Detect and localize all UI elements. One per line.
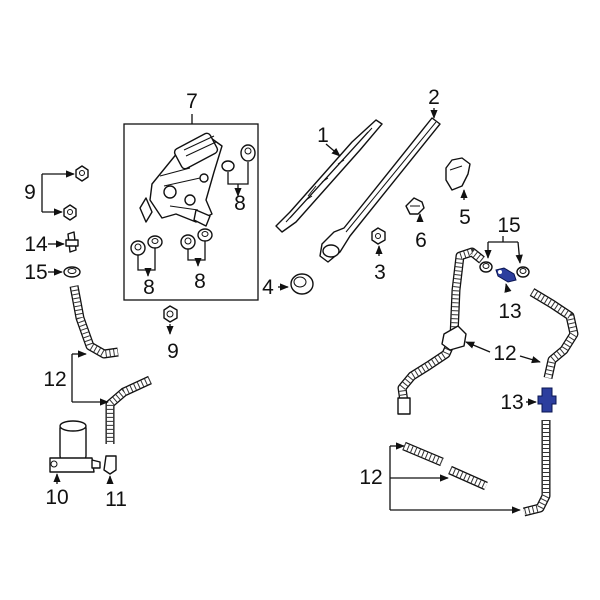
wiper-arm[interactable] — [319, 108, 441, 263]
washer-nozzle[interactable] — [48, 231, 79, 253]
arm-cover[interactable] — [445, 157, 471, 200]
nut-group-9-upper[interactable] — [41, 165, 89, 221]
grommet-group-15-right[interactable] — [479, 236, 530, 278]
callout-9-upper: 9 — [24, 181, 36, 204]
pivot-cap[interactable] — [278, 273, 314, 295]
grommet-group-8a[interactable] — [221, 144, 256, 197]
callout-9-lower: 9 — [167, 340, 179, 363]
callout-2: 2 — [428, 86, 440, 109]
hose-connector-13-upper[interactable] — [495, 267, 517, 293]
callout-8-lower-left[interactable]: 8 — [143, 276, 155, 299]
callout-3: 3 — [374, 261, 386, 284]
callout-14: 14 — [24, 233, 48, 256]
callout-1: 1 — [317, 124, 329, 147]
callout-12-left-leader — [71, 350, 109, 406]
hose-left-upper[interactable] — [69, 285, 119, 359]
callout-13-upper: 13 — [498, 300, 521, 323]
callout-12-right-leader — [465, 341, 541, 364]
hose-right-middle[interactable] — [529, 288, 579, 379]
callout-13-lower: 13 — [500, 391, 523, 414]
callout-12-left: 12 — [43, 368, 66, 391]
callout-8-lower-right[interactable]: 8 — [194, 270, 206, 293]
washer-pump[interactable] — [49, 420, 101, 484]
hose-left-lower[interactable] — [105, 375, 152, 444]
callout-15-right: 15 — [497, 214, 520, 237]
hose-short-a[interactable] — [402, 441, 444, 467]
callout-8-upper[interactable]: 8 — [234, 192, 246, 215]
callout-10: 10 — [45, 486, 68, 509]
hose-right-upper[interactable] — [397, 247, 485, 415]
wiper-blade[interactable] — [275, 119, 383, 233]
arm-nut[interactable] — [371, 227, 386, 256]
callout-7[interactable]: 7 — [186, 90, 198, 113]
grommet-group-8b[interactable] — [130, 235, 163, 277]
hose-right-lower[interactable] — [522, 420, 551, 517]
motor-kit-box — [123, 114, 259, 301]
hose-connector-11[interactable] — [103, 455, 117, 485]
callout-12-bottom-leader — [389, 442, 521, 514]
callout-12-bottom: 12 — [359, 466, 382, 489]
callout-5: 5 — [459, 206, 471, 229]
arm-clip[interactable] — [405, 197, 425, 223]
grommet-group-8c[interactable] — [180, 228, 213, 267]
callout-4: 4 — [262, 276, 274, 299]
grommet-15-left[interactable] — [48, 266, 81, 278]
callout-11: 11 — [105, 488, 127, 511]
hose-connector-13-lower[interactable] — [526, 387, 557, 413]
nut-9-lower[interactable] — [163, 305, 178, 335]
callout-15-left: 15 — [24, 261, 47, 284]
callout-12-right: 12 — [493, 342, 516, 365]
wiper-motor[interactable] — [139, 132, 223, 227]
callout-6: 6 — [415, 229, 427, 252]
hose-short-b[interactable] — [448, 465, 488, 491]
